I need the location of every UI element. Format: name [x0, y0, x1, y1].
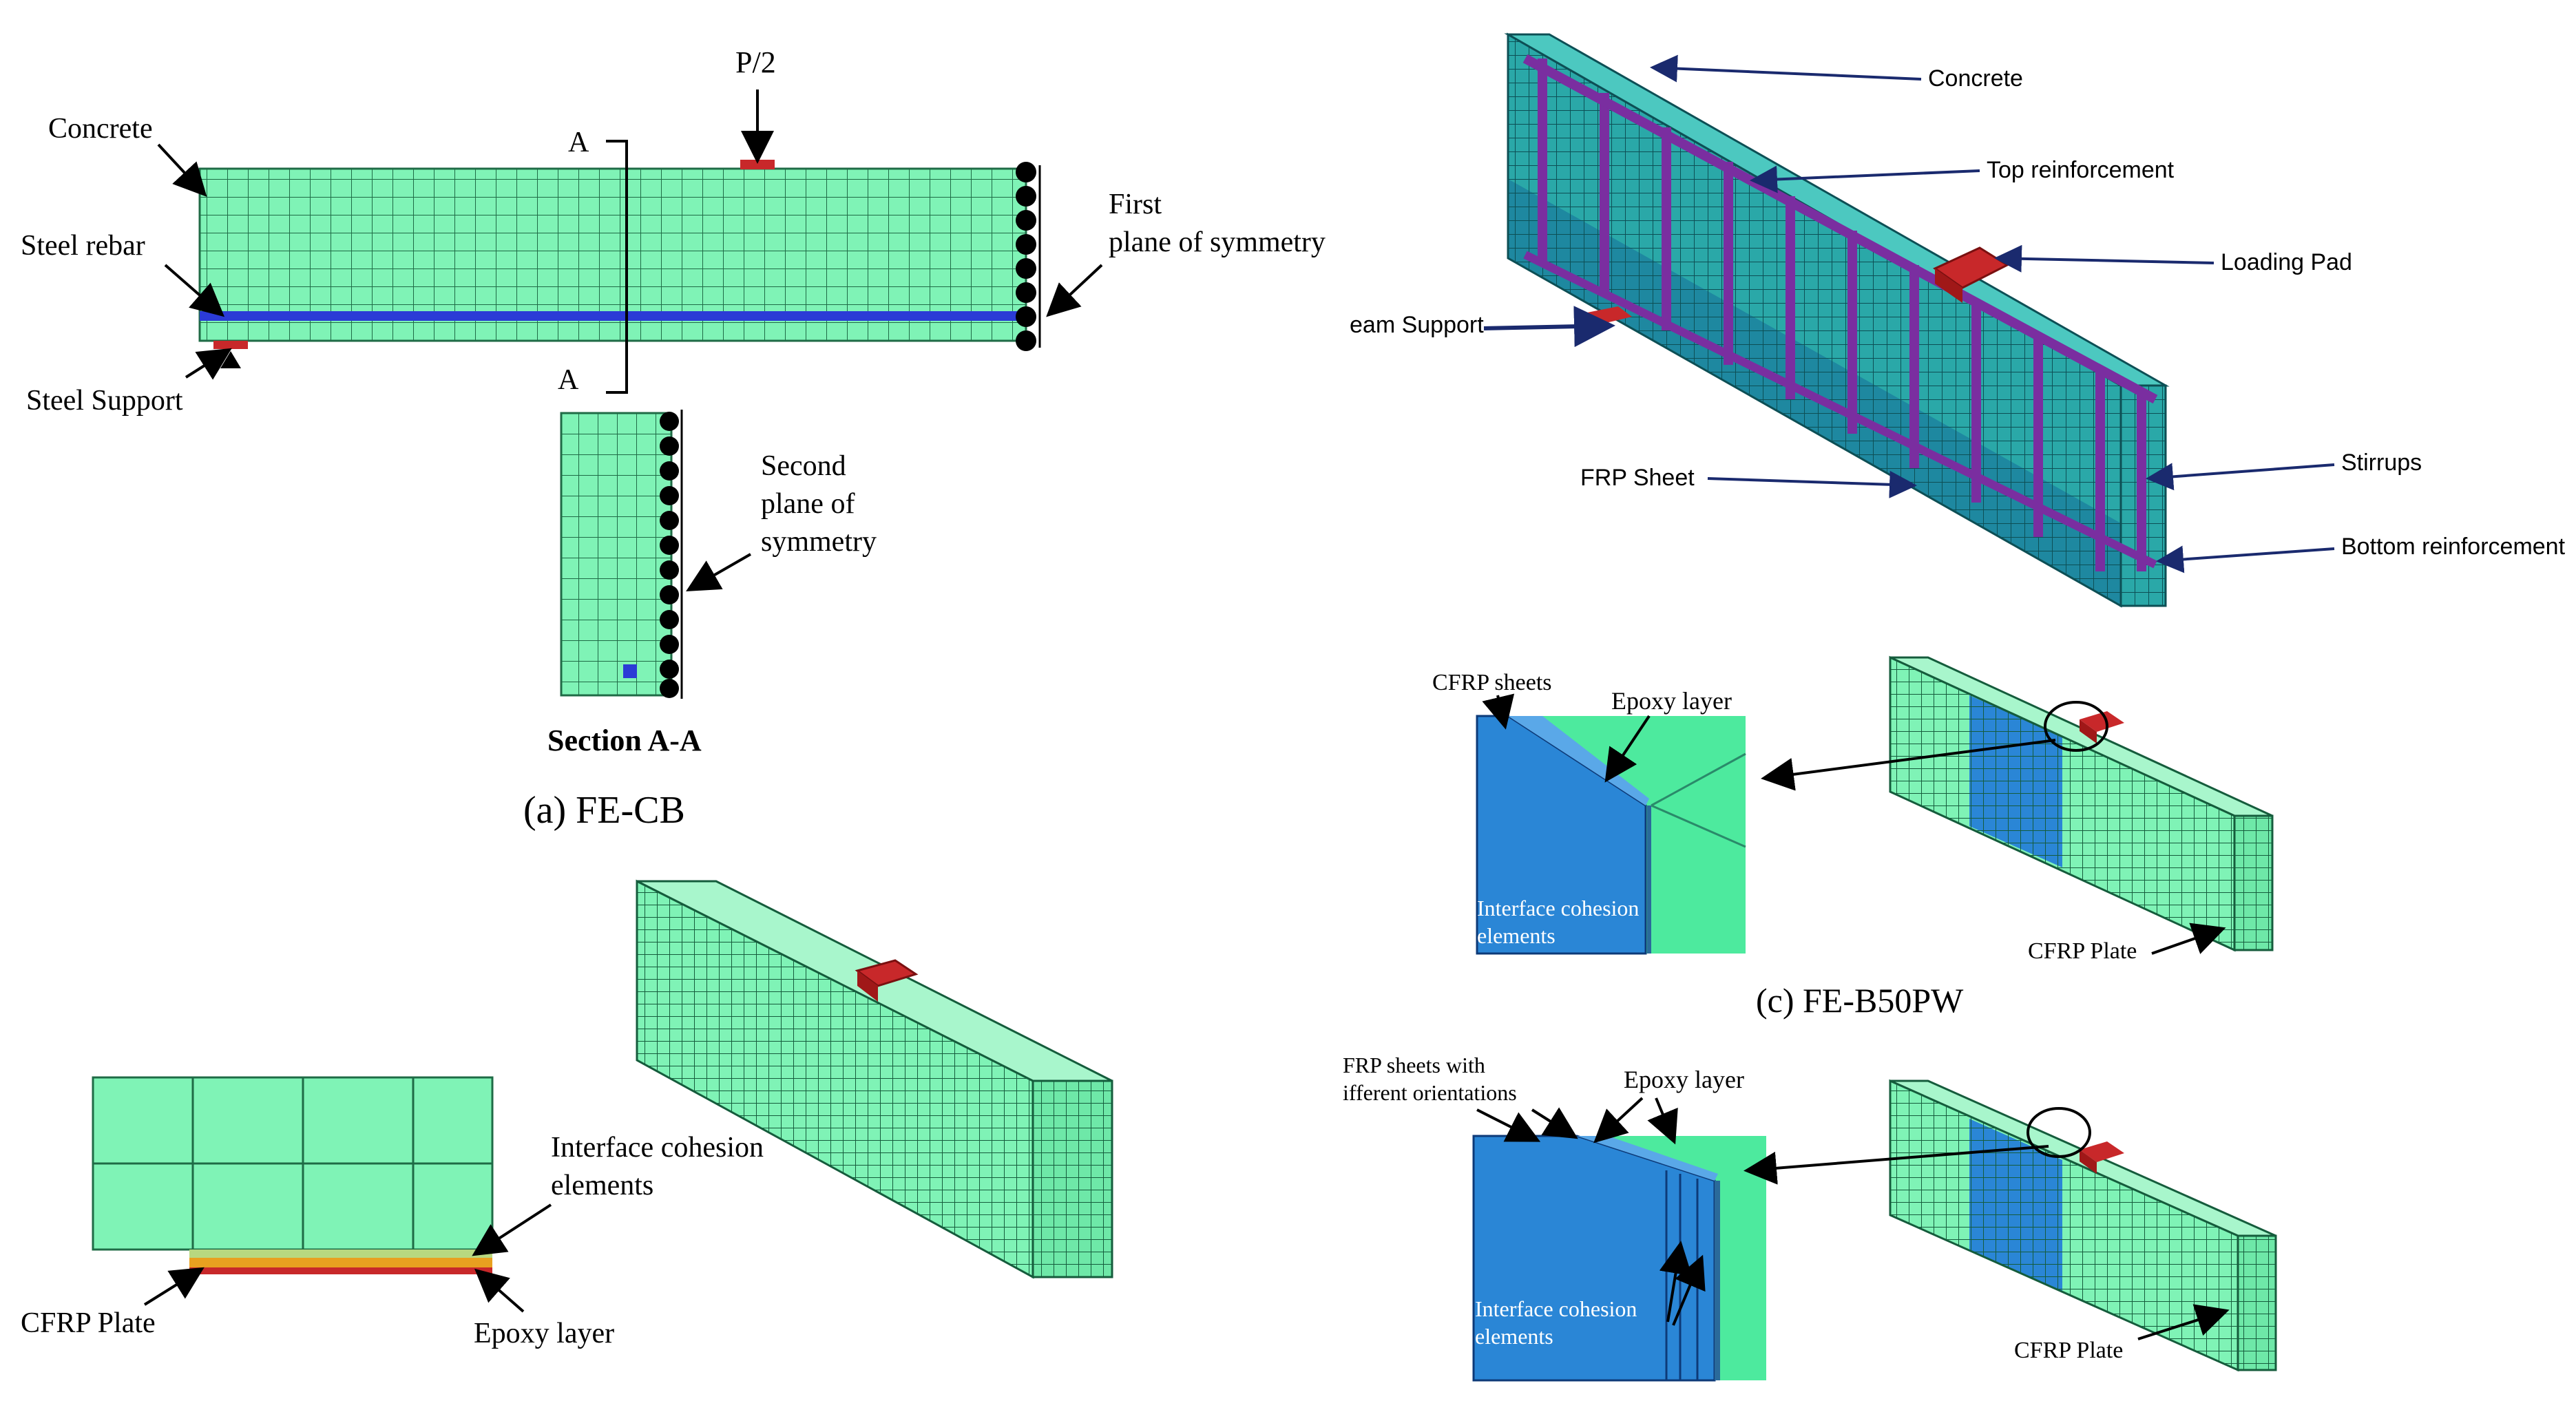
second-plane-label-3: symmetry — [761, 526, 877, 558]
interface-layer — [189, 1250, 492, 1258]
cfrp-plate-b — [189, 1267, 492, 1274]
beam-3d-d — [1889, 1079, 2277, 1372]
top-reinforcement-label: Top reinforcement — [1987, 157, 2175, 183]
cfrp-plate-label-d: CFRP Plate — [2014, 1338, 2123, 1363]
zoom-circle-c — [2044, 701, 2108, 752]
load-label: P/2 — [735, 45, 776, 79]
loading-pad-b — [855, 959, 919, 987]
epoxy-strip-c — [1647, 805, 1651, 954]
interface-label-d-1: Interface cohesion — [1475, 1296, 1637, 1321]
panel-d-frp-orientations: FRP sheets with ifferent orientations Ep… — [1343, 1053, 2277, 1382]
beam-3d-b — [636, 879, 1113, 1279]
first-plane-label-1: First — [1109, 189, 1162, 220]
interface-label-d-2: elements — [1475, 1324, 1553, 1349]
epoxy-label-c: Epoxy layer — [1611, 687, 1732, 715]
zoom-circle-d — [2027, 1107, 2091, 1158]
stirrups-label: Stirrups — [2341, 450, 2422, 476]
panel-b-cfrp-plate: Interface cohesion elements CFRP Plate E… — [21, 879, 1113, 1349]
beam-3d-c — [1889, 655, 2274, 952]
section-caption: Section A-A — [547, 724, 702, 757]
concrete-label-a: Concrete — [48, 113, 153, 145]
stirrups — [1538, 59, 2146, 571]
interface-label-c-1: Interface cohesion — [1477, 896, 1639, 920]
steel-rebar-label: Steel rebar — [21, 230, 145, 262]
second-plane-label-1: Second — [761, 450, 846, 482]
section-mark-top: A — [568, 127, 589, 158]
top-reinforcement — [1522, 54, 2158, 404]
loading-pad-a — [740, 160, 775, 169]
panel-a-caption: (a) FE-CB — [523, 789, 685, 832]
frp-sheets-label-2: ifferent orientations — [1343, 1080, 1517, 1105]
symmetry-rollers-first — [1016, 162, 1036, 351]
panel-c-fe-b50pw: CFRP sheets Epoxy layer Interface cohesi… — [1432, 655, 2274, 1020]
epoxy-layer-b — [189, 1258, 492, 1267]
loading-pad-label: Loading Pad — [2221, 249, 2352, 275]
steel-support-label: Steel Support — [26, 385, 183, 417]
frp-sheets-label-1: FRP sheets with — [1343, 1053, 1485, 1077]
interface-label-b-1: Interface cohesion — [551, 1132, 764, 1163]
bottom-reinforcement — [1523, 251, 2157, 569]
cfrp-plate-label-b: CFRP Plate — [21, 1307, 156, 1339]
panel-right-top-beam: Concrete Top reinforcement Loading Pad e… — [1350, 32, 2566, 608]
frp-sheet-label: FRP Sheet — [1580, 465, 1695, 491]
section-cut-line — [606, 140, 628, 394]
first-plane-label-2: plane of symmetry — [1109, 227, 1326, 258]
panel-a-fe-cb: P/2 A A Concrete Steel rebar Steel Suppo… — [21, 45, 1326, 832]
loading-pad-d — [2080, 1141, 2124, 1162]
beam-support-label: eam Support — [1350, 312, 1484, 338]
epoxy-label-b: Epoxy layer — [474, 1318, 614, 1349]
concrete-label-3d: Concrete — [1928, 65, 2023, 92]
cfrp-sheets-label: CFRP sheets — [1432, 670, 1552, 695]
epoxy-label-d: Epoxy layer — [1624, 1066, 1744, 1093]
steel-rebar — [200, 311, 1026, 321]
section-rebar — [623, 664, 637, 678]
loading-pad-c — [2080, 711, 2124, 732]
support-plate-a — [213, 341, 248, 349]
interface-label-c-2: elements — [1477, 923, 1556, 948]
second-plane-label-2: plane of — [761, 488, 855, 520]
cfrp-plate-label-c: CFRP Plate — [2028, 938, 2137, 964]
bottom-reinforcement-label: Bottom reinforcement — [2341, 534, 2566, 560]
epoxy-strip-d — [1715, 1181, 1720, 1380]
symmetry-rollers-second — [660, 412, 679, 698]
interface-label-b-2: elements — [551, 1170, 653, 1201]
panel-c-caption: (c) FE-B50PW — [1756, 981, 1964, 1020]
section-mark-bottom: A — [558, 364, 579, 396]
